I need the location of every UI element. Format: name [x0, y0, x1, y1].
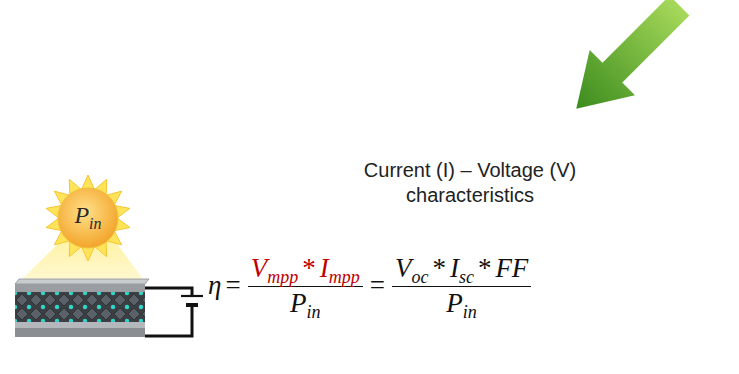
subscript: in	[463, 302, 477, 323]
equals-sign: =	[366, 270, 389, 301]
subscript: mpp	[267, 267, 298, 288]
efficiency-symbol: η	[208, 270, 221, 301]
sun-node: Pin	[74, 202, 101, 230]
numerator: Vmpp*Impp	[248, 253, 363, 284]
variable: P	[446, 288, 463, 319]
battery-symbol	[181, 296, 203, 305]
equals-sign: =	[221, 270, 244, 301]
subscript: in	[306, 302, 320, 323]
subscript: oc	[411, 267, 428, 288]
power-symbol: P	[74, 202, 89, 228]
fraction: Vmpp*ImppPin	[248, 253, 363, 319]
denominator: Pin	[443, 288, 480, 319]
power-subscript: in	[89, 215, 101, 232]
variable: V	[251, 253, 268, 284]
multiply-sign: *	[474, 253, 496, 284]
green-arrow	[554, 0, 702, 131]
variable: P	[290, 288, 307, 319]
subscript: mpp	[329, 267, 360, 288]
numerator: Voc*Isc*FF	[392, 253, 532, 284]
fraction: Voc*Isc*FFPin	[392, 253, 532, 319]
sun-disc	[58, 188, 118, 248]
variable: FF	[495, 253, 528, 284]
subscript: sc	[459, 267, 474, 288]
sun-rays	[46, 175, 130, 261]
denominator: Pin	[287, 288, 324, 319]
multiply-sign: *	[428, 253, 450, 284]
variable: I	[320, 253, 329, 284]
solar-cell	[15, 279, 149, 337]
multiply-sign: *	[298, 253, 320, 284]
efficiency-equation: η=Vmpp*ImppPin=Voc*Isc*FFPin	[208, 253, 534, 319]
sun-star	[46, 175, 130, 261]
section-heading: Current (I) – Voltage (V) characteristic…	[340, 158, 600, 208]
variable: I	[450, 253, 459, 284]
variable: V	[395, 253, 412, 284]
